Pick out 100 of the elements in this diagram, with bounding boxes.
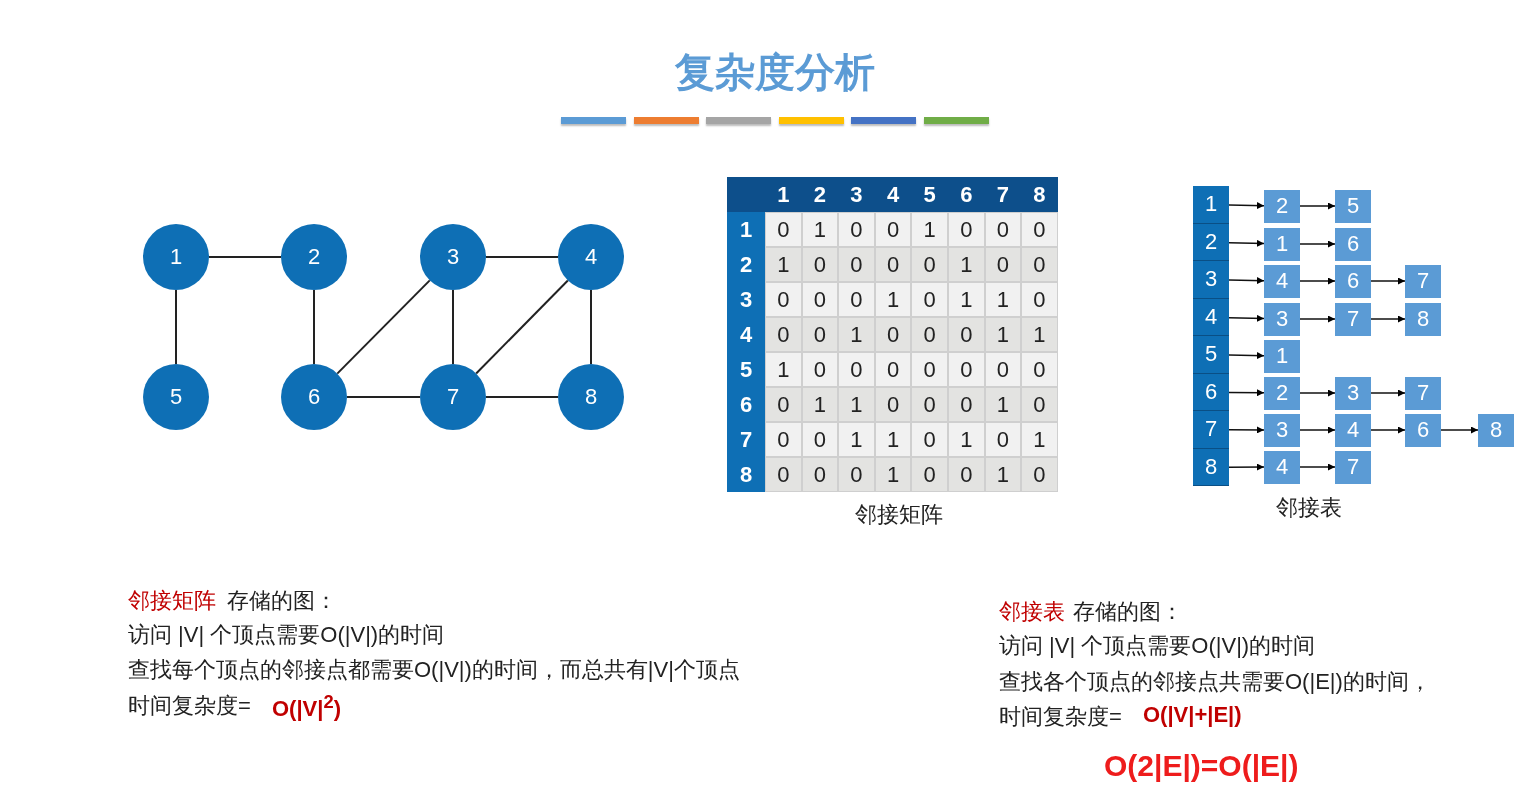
- matrix-cell: 0: [911, 352, 948, 387]
- matrix-cell: 1: [838, 317, 875, 352]
- matrix-cell: 1: [765, 247, 802, 282]
- table-caption: 邻接矩阵: [855, 501, 943, 529]
- graph-edge: [590, 289, 592, 365]
- list-head-cell: 6: [1193, 373, 1229, 411]
- matrix-cell: 0: [765, 317, 802, 352]
- note-text: 邻接表: [999, 598, 1065, 626]
- arrow: [1228, 239, 1265, 247]
- matrix-cell: 1: [838, 387, 875, 422]
- arrow: [1228, 463, 1265, 471]
- header-cell: 7: [984, 177, 1022, 212]
- matrix-cell: 0: [765, 422, 802, 457]
- matrix-cell: 1: [874, 457, 912, 492]
- matrix-cell: 0: [948, 387, 985, 422]
- row-header-cell: 4: [727, 317, 765, 352]
- arrow: [1228, 314, 1265, 322]
- matrix-cell: 0: [838, 457, 875, 492]
- matrix-cell: 0: [1021, 457, 1058, 492]
- matrix-cell: 0: [948, 352, 985, 387]
- matrix-cell: 0: [765, 282, 802, 317]
- list-head-cell: 4: [1193, 298, 1229, 336]
- matrix-cell: 0: [1021, 282, 1058, 317]
- arrow: [1299, 426, 1336, 434]
- matrix-cell: 0: [838, 212, 875, 247]
- matrix-cell: 1: [838, 422, 875, 457]
- header-cell: 1: [765, 177, 802, 212]
- list-node-box: 4: [1264, 264, 1300, 298]
- vertex-circle: 5: [143, 364, 209, 430]
- note-text: 访问 |V| 个顶点需要O(|V|)的时间: [999, 632, 1316, 660]
- arrow: [1228, 277, 1265, 285]
- row-header-cell: 5: [727, 352, 765, 387]
- row-header-cell: 1: [727, 212, 765, 247]
- arrow: [1228, 352, 1265, 360]
- matrix-cell: 1: [765, 352, 802, 387]
- list-node-box: 2: [1264, 376, 1300, 410]
- graph-edge: [485, 256, 559, 258]
- header-cell: 5: [911, 177, 948, 212]
- row-header-cell: 2: [727, 247, 765, 282]
- matrix-cell: 0: [838, 282, 875, 317]
- matrix-cell: 0: [1021, 212, 1058, 247]
- note-text: 查找每个顶点的邻接点都需要O(|V|)的时间，而总共有|V|个顶点: [128, 656, 740, 684]
- matrix-cell: 0: [1021, 352, 1058, 387]
- matrix-cell: 0: [948, 212, 985, 247]
- arrow: [1228, 202, 1265, 210]
- matrix-cell: 0: [874, 247, 912, 282]
- graph-edge: [346, 396, 421, 398]
- vertex-circle: 7: [420, 364, 486, 430]
- list-node-box: 3: [1264, 413, 1300, 447]
- list-head-cell: 5: [1193, 336, 1229, 374]
- row-header-cell: 3: [727, 282, 765, 317]
- arrow: [1370, 426, 1406, 434]
- matrix-cell: 0: [911, 247, 948, 282]
- matrix-cell: 1: [948, 282, 985, 317]
- matrix-cell: 0: [948, 457, 985, 492]
- list-node-box: 4: [1335, 413, 1371, 447]
- matrix-cell: 0: [838, 352, 875, 387]
- row-header-cell: 7: [727, 422, 765, 457]
- matrix-cell: 0: [765, 457, 802, 492]
- note-text: 时间复杂度=: [128, 692, 251, 720]
- matrix-cell: 1: [911, 212, 948, 247]
- arrow: [1370, 389, 1406, 397]
- note-text: O(|V|$^{2}$): [272, 691, 341, 723]
- matrix-cell: 0: [801, 422, 839, 457]
- list-node-box: 8: [1405, 302, 1441, 336]
- matrix-cell: 0: [911, 457, 948, 492]
- matrix-cell: 0: [874, 352, 912, 387]
- matrix-cell: 1: [874, 422, 912, 457]
- list-head-cell: 8: [1193, 448, 1229, 486]
- header-cell: 2: [801, 177, 839, 212]
- matrix-cell: 1: [984, 317, 1022, 352]
- matrix-cell: 1: [948, 247, 985, 282]
- matrix-cell: 1: [984, 387, 1022, 422]
- row-header-cell: 6: [727, 387, 765, 422]
- matrix-cell: 0: [838, 247, 875, 282]
- list-node-box: 8: [1478, 413, 1514, 447]
- matrix-cell: 1: [948, 422, 985, 457]
- matrix-cell: 0: [984, 247, 1022, 282]
- graph-edge: [485, 396, 559, 398]
- matrix-cell: 0: [984, 422, 1022, 457]
- note-text: 存储的图：: [1073, 598, 1183, 626]
- graph-edge: [175, 289, 177, 365]
- list-node-box: 3: [1264, 302, 1300, 336]
- list-node-box: 2: [1264, 189, 1300, 223]
- vertex-circle: 8: [558, 364, 624, 430]
- graph-edge: [475, 279, 569, 375]
- list-head-cell: 3: [1193, 261, 1229, 299]
- list-node-box: 1: [1264, 227, 1300, 261]
- note-text: 存储的图：: [227, 587, 337, 615]
- arrow: [1299, 389, 1336, 397]
- matrix-cell: 1: [801, 212, 839, 247]
- matrix-cell: 0: [911, 422, 948, 457]
- arrow: [1299, 315, 1336, 323]
- matrix-cell: 0: [948, 317, 985, 352]
- matrix-cell: 0: [984, 212, 1022, 247]
- arrow: [1370, 277, 1406, 285]
- list-caption: 邻接表: [1276, 494, 1342, 522]
- matrix-cell: 0: [1021, 387, 1058, 422]
- row-header-cell: 8: [727, 457, 765, 492]
- list-node-box: 1: [1264, 339, 1300, 373]
